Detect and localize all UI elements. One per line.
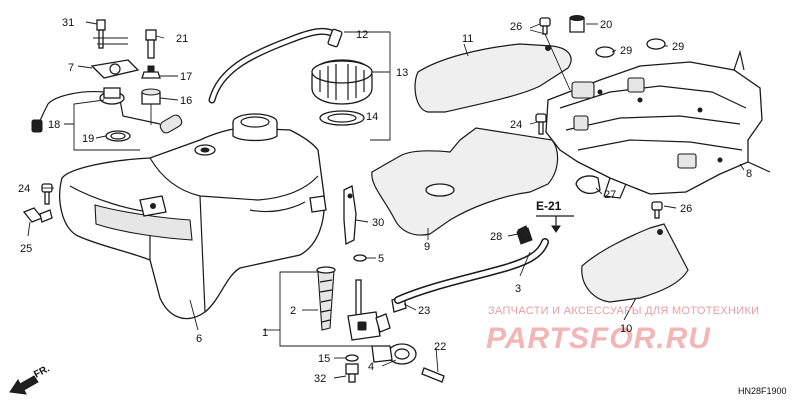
fuel-valve-assembly — [279, 266, 445, 383]
callout-13: 13 — [396, 67, 408, 79]
leader-12-14 — [344, 31, 391, 141]
mat-10-hole — [657, 229, 663, 235]
callout-26-right: 26 — [680, 203, 692, 215]
callout-23: 23 — [418, 305, 430, 317]
callout-27: 27 — [604, 189, 616, 201]
callout-29-left: 29 — [620, 45, 632, 57]
mat-9 — [371, 127, 559, 236]
callout-29-right: 29 — [672, 41, 684, 53]
callout-9: 9 — [424, 241, 430, 253]
callout-22: 22 — [434, 341, 446, 353]
callout-17: 17 — [180, 71, 192, 83]
reference-label: E-21 — [536, 199, 562, 213]
callout-1: 1 — [262, 327, 268, 339]
breather-hose — [208, 27, 343, 104]
diagram-code: HN28F1900 — [738, 386, 787, 396]
reference-arrowhead — [551, 225, 561, 233]
watermark: ЗАПЧАСТИ И АКСЕССУАРЫ ДЛЯ МОТОТЕХНИКИ PA… — [486, 305, 759, 355]
callout-12: 12 — [356, 29, 368, 41]
bracket-30 — [343, 185, 367, 262]
bolt-stack — [141, 29, 161, 125]
callout-labels: 1 2 3 4 5 6 7 8 9 10 11 12 13 14 15 16 1… — [18, 17, 752, 385]
front-direction-indicator: FR. — [9, 363, 52, 395]
callout-3: 3 — [515, 283, 521, 295]
leader-lines — [27, 21, 745, 379]
callout-20: 20 — [600, 19, 612, 31]
callout-11: 11 — [462, 33, 473, 45]
fuel-gauge-assembly — [31, 19, 183, 142]
callout-30: 30 — [372, 217, 384, 229]
callout-25: 25 — [20, 243, 32, 255]
callout-19: 19 — [82, 133, 94, 145]
front-arrow-icon — [9, 375, 39, 395]
callout-14: 14 — [366, 111, 378, 123]
callout-21: 21 — [176, 33, 188, 45]
callout-28: 28 — [490, 231, 502, 243]
callout-24-middle: 24 — [510, 119, 522, 131]
callout-4: 4 — [368, 361, 374, 373]
front-label: FR. — [32, 363, 52, 380]
mat-11-hole — [545, 45, 551, 51]
mat-11 — [414, 43, 572, 113]
callout-18: 18 — [48, 119, 60, 131]
callout-2: 2 — [290, 305, 296, 317]
mat-9-cutout — [425, 183, 455, 197]
callout-7: 7 — [68, 62, 74, 74]
fuel-cap — [311, 59, 373, 126]
callout-32: 32 — [314, 373, 326, 385]
callout-8: 8 — [746, 168, 752, 180]
tray-8 — [545, 49, 771, 199]
callout-15: 15 — [318, 353, 330, 365]
fuel-tank — [59, 113, 327, 320]
callout-31: 31 — [62, 17, 74, 29]
callout-26-top: 26 — [510, 21, 522, 33]
watermark-tagline: ЗАПЧАСТИ И АКСЕССУАРЫ ДЛЯ МОТОТЕХНИКИ — [488, 305, 759, 317]
callout-16: 16 — [180, 95, 192, 107]
watermark-brand: PARTSFOR.RU — [486, 322, 711, 355]
callout-5: 5 — [378, 253, 384, 265]
small-fasteners — [22, 15, 666, 241]
callout-6: 6 — [196, 333, 202, 345]
mat-10 — [581, 223, 689, 303]
callout-24-left: 24 — [18, 183, 30, 195]
callout-10: 10 — [620, 323, 632, 335]
